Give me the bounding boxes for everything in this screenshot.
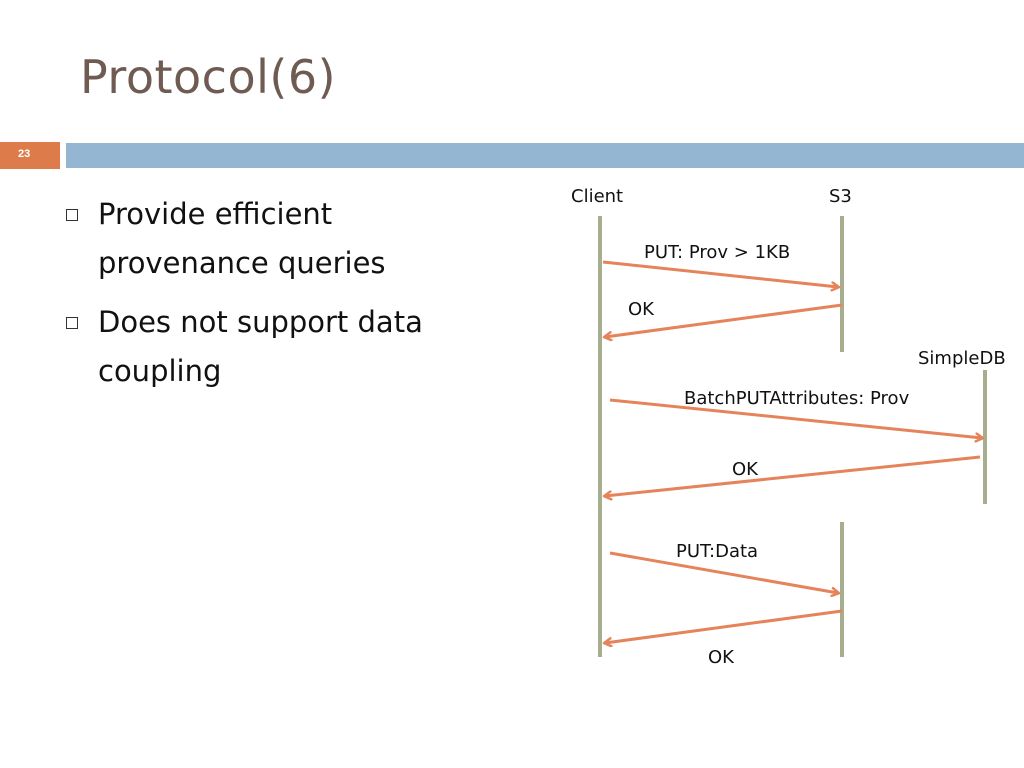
ok2-label: OK: [732, 459, 759, 480]
bullet-item: Does not support data coupling: [66, 298, 506, 396]
bullet-item: Provide efficient provenance queries: [66, 190, 506, 288]
batch-put-arrow: [609, 398, 982, 438]
title-band: [66, 143, 1024, 168]
ok1-label: OK: [628, 299, 655, 320]
batch-put-label: BatchPUTAttributes: Prov: [684, 388, 910, 409]
bullet-list: Provide efficient provenance queries Doe…: [66, 190, 506, 406]
put-prov-label: PUT: Prov > 1KB: [644, 242, 790, 263]
s3-label: S3: [829, 186, 852, 207]
ok2-arrow: [605, 455, 981, 496]
client-label: Client: [571, 186, 623, 207]
bullet-text: Provide efficient provenance queries: [98, 197, 386, 280]
put-data-arrow: [609, 551, 838, 593]
ok1-arrow: [605, 303, 843, 337]
slide-number: 23: [18, 148, 31, 160]
slide-number-badge: 23: [0, 142, 60, 169]
slide-title: Protocol(6): [80, 50, 337, 104]
put-prov-arrow: [602, 260, 838, 287]
square-bullet-icon: [66, 209, 78, 221]
bullet-text: Does not support data coupling: [98, 305, 423, 388]
put-data-label: PUT:Data: [676, 541, 758, 562]
ok3-label: OK: [708, 647, 735, 668]
ok3-arrow: [605, 609, 843, 643]
simpledb-label: SimpleDB: [918, 348, 1006, 369]
square-bullet-icon: [66, 317, 78, 329]
